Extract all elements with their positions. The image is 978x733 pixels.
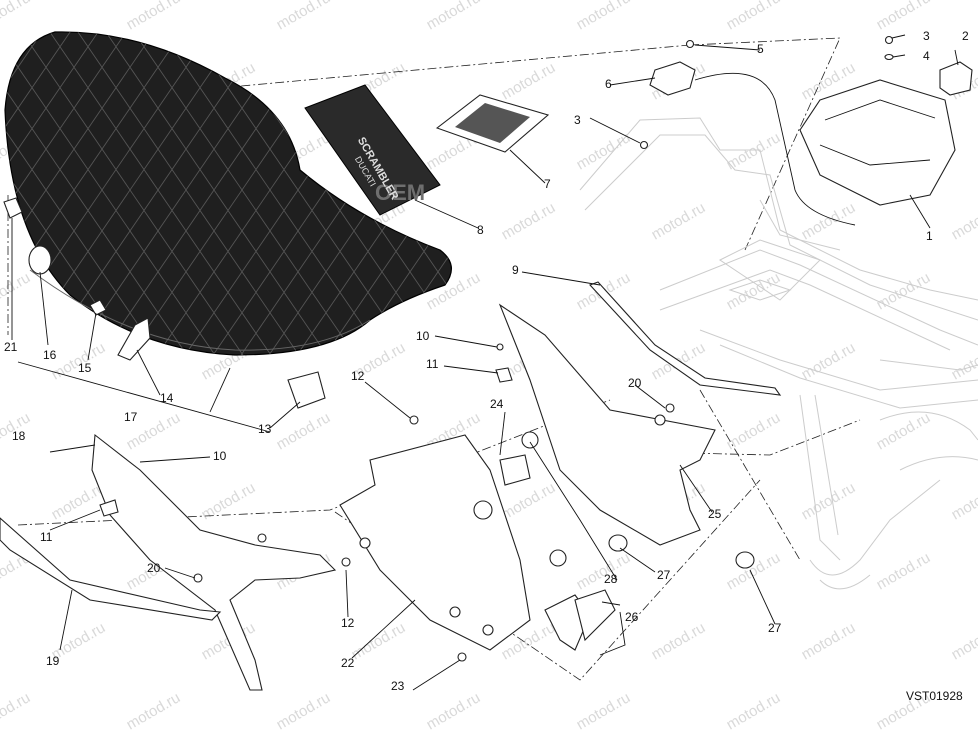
watermark-text: motod.ru: [349, 619, 409, 663]
watermark-text: motod.ru: [649, 619, 709, 663]
watermark-text: motod.ru: [649, 199, 709, 243]
part-8-booklet: [304, 84, 441, 216]
callout-4: 4: [923, 49, 930, 63]
callout-20: 20: [628, 376, 642, 390]
watermark-text: motod.ru: [0, 269, 33, 313]
part-7-manual: [435, 94, 550, 153]
small-left-parts: [3, 197, 326, 409]
fasteners: [99, 343, 675, 662]
callout-labels: 1 2 3 3 4 5 6 7 8 9 10 10 11 11 12 12 13…: [4, 29, 969, 693]
callout-2: 2: [962, 29, 969, 43]
watermark-text: motod.ru: [499, 199, 559, 243]
part-1-tray: [799, 79, 956, 206]
watermark-text: motod.ru: [874, 269, 934, 313]
watermark-text: motod.ru: [499, 59, 559, 103]
watermark-text: motod.ru: [124, 0, 184, 33]
watermark-text: motod.ru: [424, 0, 484, 33]
callout-14: 14: [160, 391, 174, 405]
callout-22: 22: [341, 656, 355, 670]
callout-16: 16: [43, 348, 57, 362]
watermark-text: motod.ru: [949, 199, 978, 243]
callout-28: 28: [604, 572, 618, 586]
watermark-text: motod.ru: [724, 549, 784, 593]
callout-11: 11: [426, 357, 439, 371]
callout-1: 1: [926, 229, 933, 243]
callout-10: 10: [416, 329, 430, 343]
callout-25: 25: [708, 507, 722, 521]
watermark-text: motod.ru: [0, 0, 33, 33]
callout-9: 9: [512, 263, 519, 277]
part-18-rear-panel: [91, 433, 337, 691]
watermark-text: motod.ru: [274, 0, 334, 33]
callout-18: 18: [12, 429, 26, 443]
callout-5: 5: [757, 42, 764, 56]
part-2-cover: [939, 61, 973, 96]
callout-20: 20: [147, 561, 161, 575]
watermark-text: motod.ru: [949, 479, 978, 523]
watermark-text: motod.ru: [724, 0, 784, 33]
part-19-trim: [0, 517, 222, 621]
callout-17: 17: [124, 410, 138, 424]
callout-27: 27: [657, 568, 671, 582]
watermark-text: motod.ru: [574, 129, 634, 173]
watermark-text: motod.ru: [724, 689, 784, 733]
watermark-text: motod.ru: [799, 479, 859, 523]
callout-23: 23: [391, 679, 405, 693]
part-22-left-side-panel: [339, 434, 531, 651]
callout-15: 15: [78, 361, 92, 375]
callout-27: 27: [768, 621, 782, 635]
callout-11: 11: [40, 530, 53, 544]
callout-24: 24: [490, 397, 504, 411]
watermark-text: motod.ru: [274, 409, 334, 453]
watermark-text: motod.ru: [574, 689, 634, 733]
watermark-text: motod.ru: [199, 479, 259, 523]
watermark-text: motod.ru: [874, 549, 934, 593]
screws-3-4-5: [639, 35, 894, 150]
callout-10: 10: [213, 449, 227, 463]
callout-12: 12: [351, 369, 365, 383]
leader-lines: [11, 34, 959, 691]
watermark-text: motod.ru: [799, 619, 859, 663]
watermark-text: motod.ru: [274, 689, 334, 733]
lock-and-keys: [473, 431, 755, 651]
watermark-text: motod.ru: [0, 689, 33, 733]
watermark-text: motod.ru: [124, 689, 184, 733]
watermark-text: motod.ru: [949, 339, 978, 383]
watermark-text: motod.ru: [724, 409, 784, 453]
part-9-strip: [589, 281, 782, 396]
callout-7: 7: [544, 177, 551, 191]
callout-3: 3: [923, 29, 930, 43]
watermark-text: motod.ru: [949, 619, 978, 663]
callout-8: 8: [477, 223, 484, 237]
drawing-code: VST01928: [906, 689, 963, 703]
watermark-text: motod.ru: [424, 689, 484, 733]
part-25-right-side-panel: [498, 303, 716, 546]
callout-6: 6: [605, 77, 612, 91]
watermark-text: motod.ru: [799, 339, 859, 383]
callout-19: 19: [46, 654, 60, 668]
callout-26: 26: [625, 610, 639, 624]
callout-3: 3: [574, 113, 581, 127]
callout-21: 21: [4, 340, 18, 354]
callout-13: 13: [258, 422, 272, 436]
part-6-latch-cable: [649, 61, 856, 226]
rear-subframe: [579, 117, 978, 590]
watermark-text: motod.ru: [874, 409, 934, 453]
watermark-text: motod.ru: [574, 0, 634, 33]
callout-12: 12: [341, 616, 355, 630]
watermark-text: motod.ru: [499, 479, 559, 523]
